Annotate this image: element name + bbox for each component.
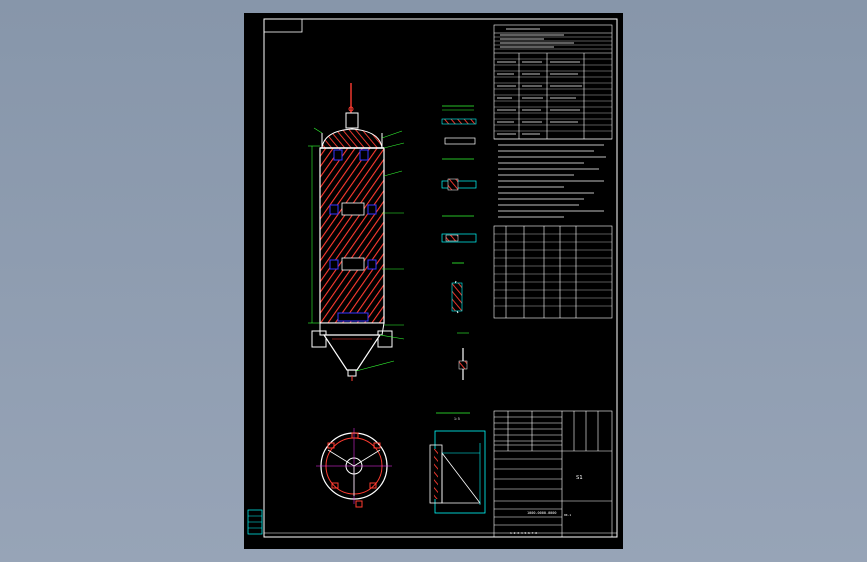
nozzle-schedule-table[interactable] [493, 225, 613, 319]
shell-label: S1 [576, 475, 583, 481]
vessel-elevation[interactable] [308, 83, 405, 381]
title-block-code: 1000-0000-0000 [527, 511, 557, 515]
drawing-canvas: S1 1000-0000-0000 0K-1 1 2 3 4 5 6 7 8 1… [247, 18, 618, 538]
support-detail-view[interactable] [429, 412, 486, 514]
title-block-texts: S1 1000-0000-0000 0K-1 1 2 3 4 5 6 7 8 1… [454, 417, 583, 535]
footer-row: 1 2 3 4 5 6 7 8 [510, 531, 537, 535]
table-row-lines [494, 36, 612, 132]
leader-lines [313, 127, 405, 372]
technical-notes [498, 144, 606, 218]
nozzle-table-rows [494, 233, 612, 307]
table-scribble-text [497, 28, 582, 135]
drawing-sheet[interactable]: S1 1000-0000-0000 0K-1 1 2 3 4 5 6 7 8 1… [244, 13, 623, 549]
title-block[interactable] [493, 410, 613, 538]
technical-characteristics-table[interactable] [493, 24, 613, 140]
vessel-plan-view[interactable] [316, 428, 392, 508]
drawing-stamp: 0K-1 [564, 513, 571, 517]
detail-views[interactable] [441, 105, 477, 380]
sheet-frame [247, 18, 618, 538]
internal-baffles [329, 149, 377, 322]
detail-scale-label: 1:5 [454, 417, 460, 421]
